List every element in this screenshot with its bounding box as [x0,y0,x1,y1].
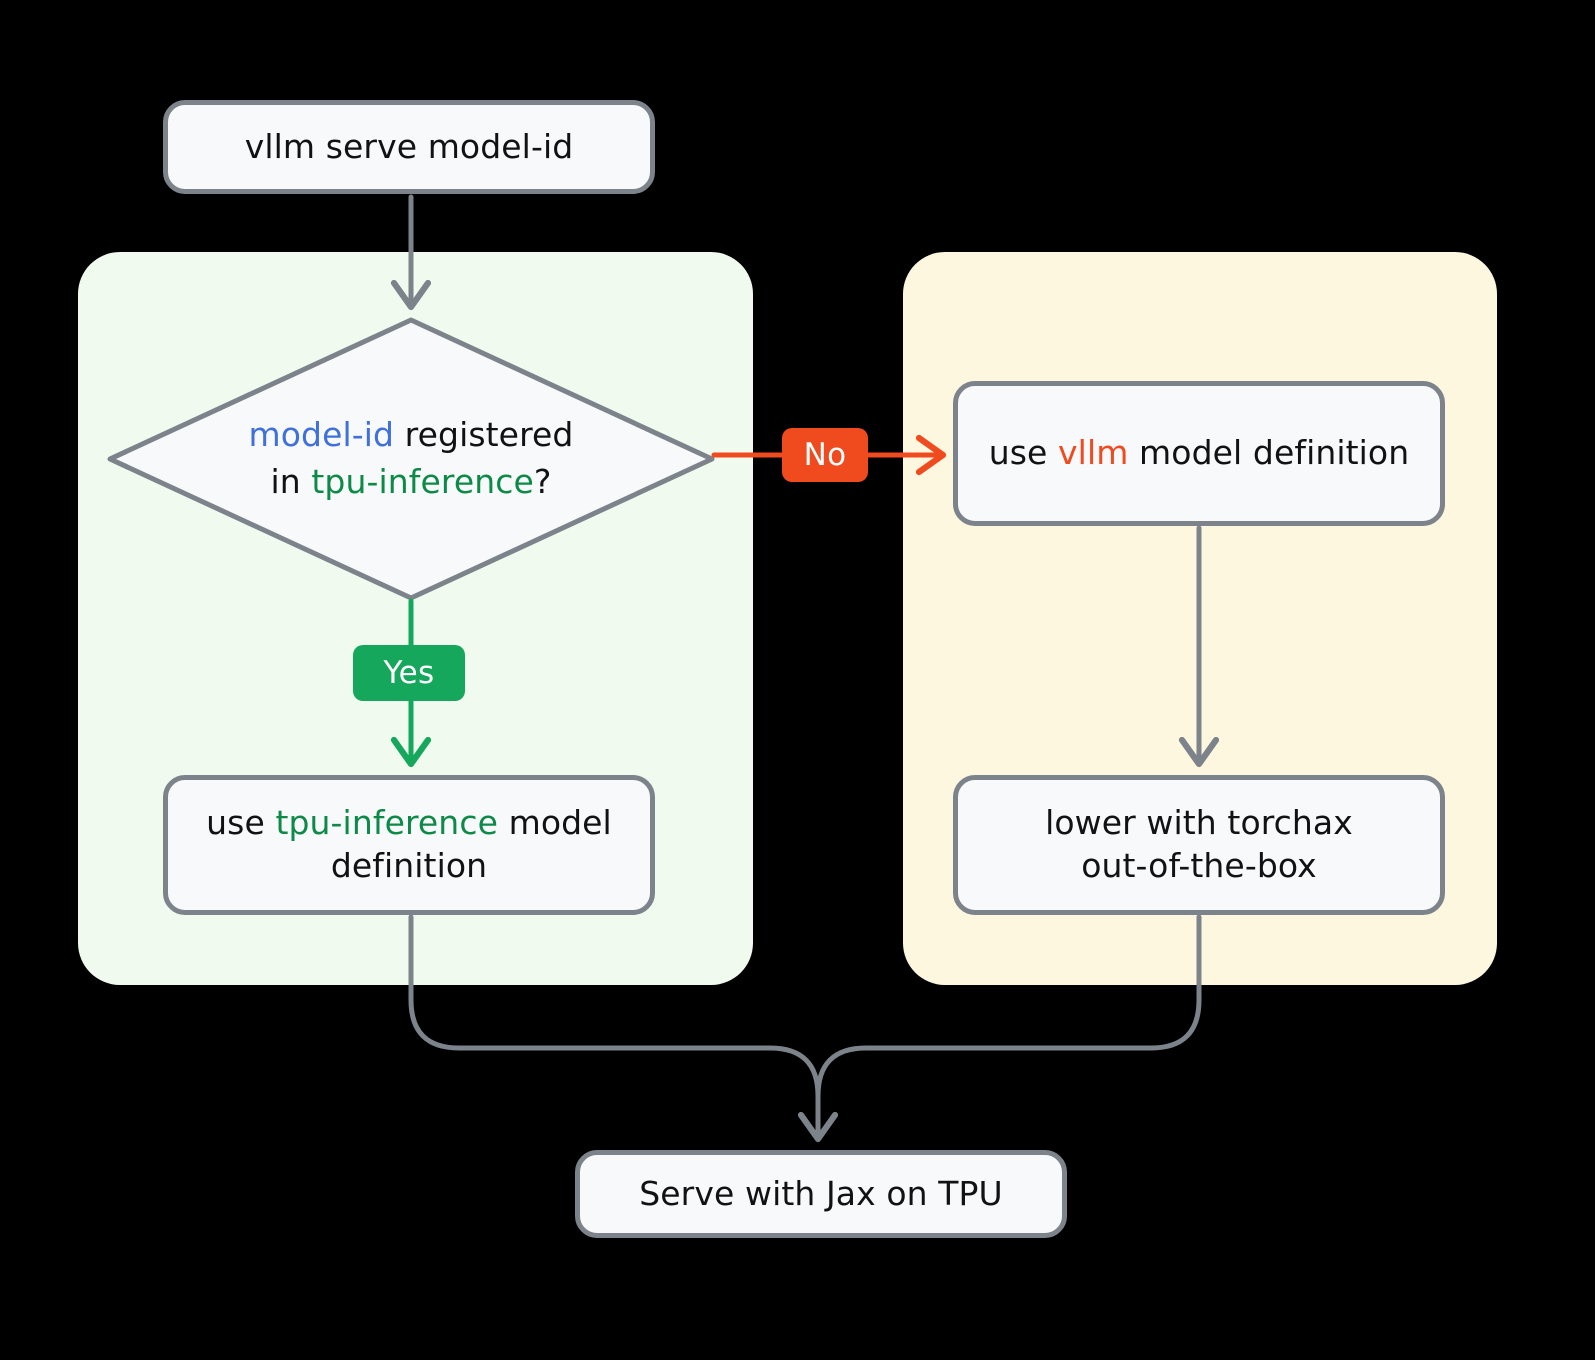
node-serve-label: Serve with Jax on TPU [639,1173,1003,1213]
vllm-def-token-vllm: vllm [1058,433,1129,473]
tpu-def-token-use: use [206,803,276,843]
node-start-label: vllm serve model-id [244,126,574,166]
node-start-command[interactable]: vllm serve model-id [163,100,655,194]
node-vllm-model-definition[interactable]: use vllm model definition [953,381,1445,526]
node-decision[interactable]: model-id registered in tpu-inference? [108,318,714,600]
decision-token-registered: registered [394,415,574,455]
node-serve-with-jax[interactable]: Serve with Jax on TPU [575,1150,1067,1238]
decision-label: model-id registered in tpu-inference? [108,318,714,600]
node-tpu-inference-model-definition[interactable]: use tpu-inference model definition [163,775,655,915]
edge-label-yes: Yes [353,645,465,701]
decision-token-tpu-inference: tpu-inference [311,462,534,501]
tpu-def-token-tpu-inference: tpu-inference [275,803,498,843]
vllm-def-token-rest: model definition [1128,433,1410,473]
edge-label-yes-text: Yes [383,655,435,691]
torchax-line1: lower with torchax [1045,803,1353,843]
torchax-line2: out-of-the-box [1081,846,1317,885]
vllm-def-token-use: use [988,433,1059,473]
edge-label-no-text: No [803,437,847,473]
decision-token-model-id: model-id [248,415,395,455]
node-lower-with-torchax[interactable]: lower with torchax out-of-the-box [953,775,1445,915]
decision-token-question: ? [533,462,552,501]
edge-label-no: No [782,428,868,482]
tpu-def-token-rest: model definition [330,803,612,885]
decision-token-in: in [270,462,312,501]
